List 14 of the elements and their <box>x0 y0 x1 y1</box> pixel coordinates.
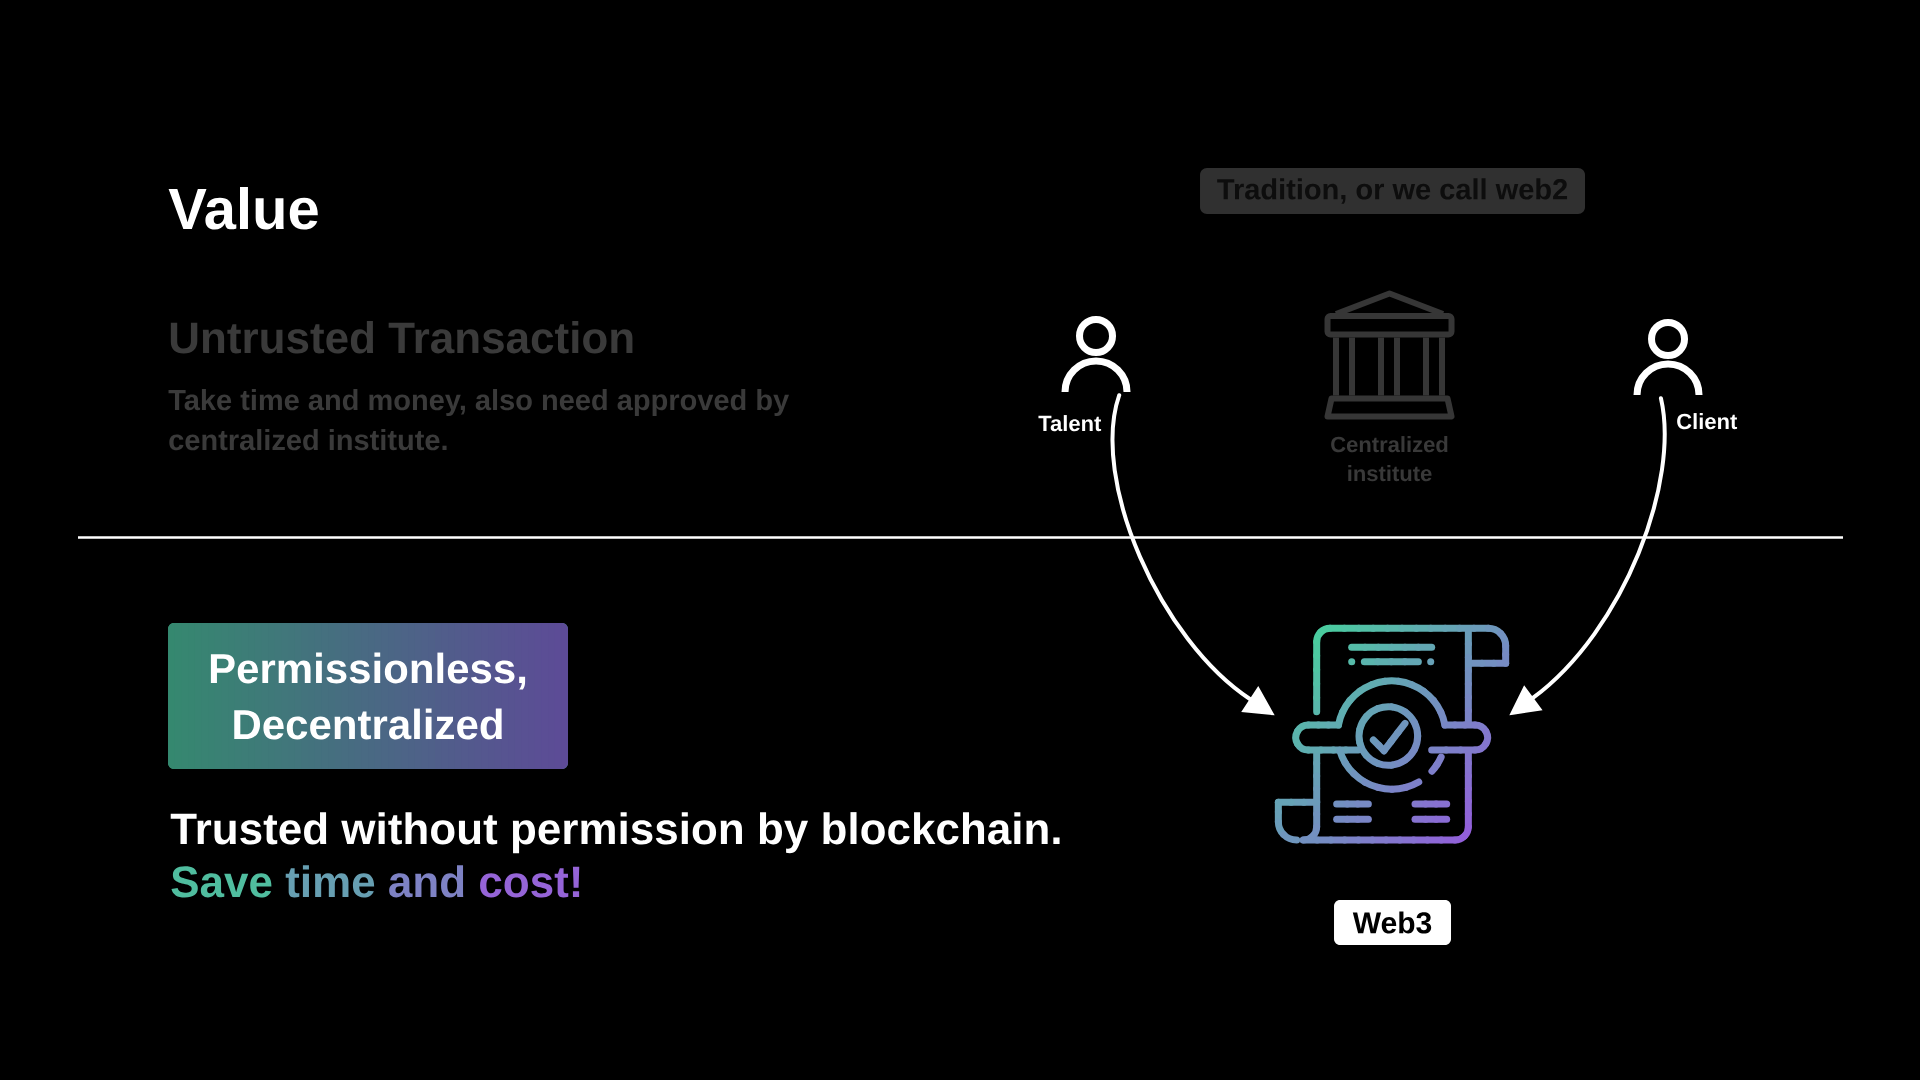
highlight-box: Permissionless, Decentralized <box>168 623 568 769</box>
caption-badge: Web3 <box>1334 900 1451 945</box>
icon-caption: Centralized institute <box>1331 436 1448 482</box>
tagline: Save time and cost! <box>171 865 580 898</box>
certificate-icon <box>1274 624 1510 844</box>
statement-text: Trusted without permission by blockchain. <box>170 812 1060 854</box>
paragraph: Take time and money, also need approved by centralized institute. <box>168 389 789 451</box>
icon-caption: Talent <box>1038 415 1102 432</box>
building-icon <box>1324 290 1455 420</box>
icon-caption: Client <box>1677 413 1738 430</box>
person-icon <box>1633 319 1703 396</box>
person-icon <box>1061 316 1131 393</box>
slide-title: Value <box>168 186 318 230</box>
subheading: Untrusted Transaction <box>170 321 633 354</box>
